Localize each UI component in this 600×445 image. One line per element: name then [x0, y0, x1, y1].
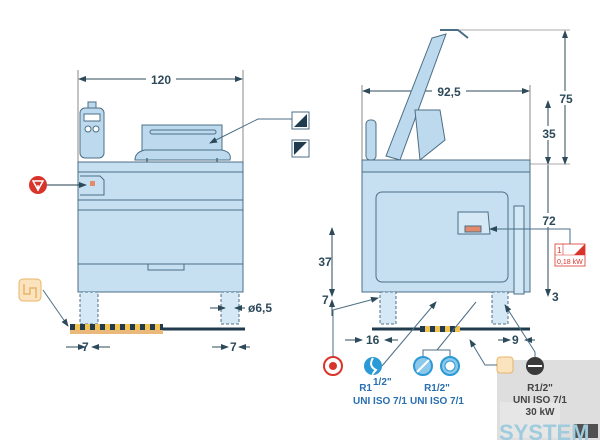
front-view: 120 7 7 ø6,5: [18, 70, 310, 354]
water-inlet-thread: R1: [359, 383, 372, 394]
hole-diameter: ø6,5: [248, 301, 272, 315]
power-badge: 1 0,18 kW: [554, 243, 586, 267]
right-leg-offset: 7: [230, 340, 237, 354]
water-inlet-thread-sup: 1/2": [373, 377, 392, 388]
gas-standard: UNI ISO 7/1: [513, 395, 567, 406]
watermark-text: SYSTEM: [499, 420, 589, 445]
total-height-dimension: 75: [559, 92, 573, 106]
left-offset-dimension: 16: [366, 333, 380, 347]
depth-dimension: 92,5: [437, 85, 461, 99]
left-leg-offset: 7: [82, 340, 89, 354]
gas-power: 30 kW: [526, 407, 555, 418]
badge-power: 0,18 kW: [557, 259, 583, 266]
water-thread: R1/2": [424, 383, 450, 394]
connection-height-dimension: 37: [318, 255, 332, 269]
watermark: SYSTEM: [497, 360, 600, 445]
connections: R1 1/2" UNI ISO 7/1 R1/2" UNI ISO 7/1 R1…: [323, 296, 567, 418]
body-height-dimension: 72: [542, 214, 556, 228]
bottom-left-dimension: 7: [322, 293, 329, 307]
right-offset-dimension: 9: [512, 333, 519, 347]
front-body: [77, 161, 244, 293]
drain-outlet-icon: [496, 356, 514, 374]
gas-thread: R1/2": [527, 383, 553, 394]
water-inlet-standard: UNI ISO 7/1: [353, 396, 407, 407]
water-inlet-icon: [364, 357, 382, 375]
lid-height-dimension: 35: [542, 127, 556, 141]
badge-count: 1: [557, 246, 562, 255]
side-view: 92,5 75 35 72 3 37 7 16 9: [318, 29, 586, 347]
water-standard: UNI ISO 7/1: [410, 396, 464, 407]
bottom-right-dimension: 3: [552, 290, 559, 304]
side-body: [361, 159, 531, 293]
width-dimension: 120: [151, 73, 171, 87]
